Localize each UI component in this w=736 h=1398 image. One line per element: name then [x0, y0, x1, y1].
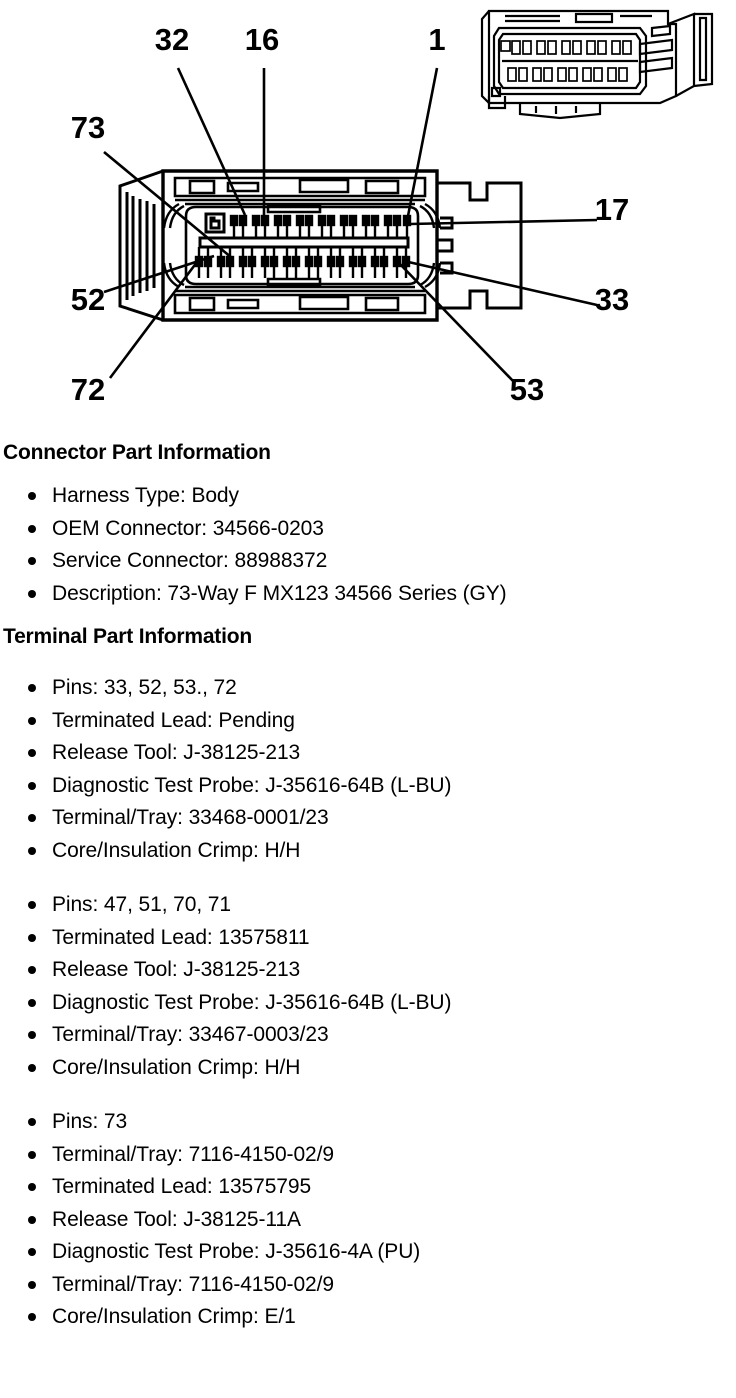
- list-item: OEM Connector: 34566-0203: [0, 513, 736, 546]
- list-item-label: Terminal/Tray: 7116-4150-02/9: [52, 1272, 334, 1296]
- callout-73: 73: [71, 110, 105, 145]
- keying-feature: [204, 212, 226, 234]
- list-item-label: Terminated Lead: 13575795: [52, 1175, 312, 1198]
- list-item: Diagnostic Test Probe: J-35616-4A (PU): [0, 1236, 736, 1269]
- list-item-label: Core/Insulation Crimp: E/1: [52, 1305, 296, 1328]
- list-item: Harness Type: Body: [0, 480, 736, 513]
- bottom-row-cavities: [194, 247, 411, 278]
- list-item-label: Terminal/Tray: 7116-4150-02/9: [52, 1142, 334, 1166]
- list-item: Terminal/Tray: 7116-4150-02/9: [0, 1269, 736, 1302]
- terminal-group-3: Pins: 73 Terminal/Tray: 7116-4150-02/9 T…: [0, 1106, 736, 1334]
- bullet-dot-icon: [28, 846, 36, 855]
- callout-leader-lines: [103, 67, 598, 383]
- bullet-dot-icon: [28, 557, 36, 566]
- list-item: Release Tool: J-38125-213: [0, 954, 736, 987]
- terminal-group-1: Pins: 33, 52, 53., 72 Terminated Lead: P…: [0, 672, 736, 867]
- callout-72: 72: [71, 372, 105, 407]
- bullet-dot-icon: [28, 716, 36, 725]
- list-item-label: Diagnostic Test Probe: J-35616-64B (L-BU…: [52, 773, 452, 797]
- callout-53: 53: [510, 372, 544, 407]
- list-item: Terminated Lead: 13575811: [0, 922, 736, 955]
- callout-32: 32: [155, 22, 189, 57]
- bullet-dot-icon: [28, 1313, 36, 1322]
- list-item: Diagnostic Test Probe: J-35616-64B (L-BU…: [0, 987, 736, 1020]
- list-item: Core/Insulation Crimp: H/H: [0, 1052, 736, 1085]
- connector-part-information-list: Harness Type: Body OEM Connector: 34566-…: [0, 480, 736, 610]
- connector-perspective-inset: [480, 9, 714, 120]
- list-item-label: Terminal/Tray: 33467-0003/23: [52, 1023, 329, 1046]
- list-item: Release Tool: J-38125-213: [0, 737, 736, 770]
- list-item-label: Pins: 73: [52, 1110, 128, 1133]
- bullet-dot-icon: [28, 1183, 36, 1192]
- bullet-dot-icon: [28, 1031, 36, 1040]
- list-item: Terminal/Tray: 33468-0001/23: [0, 802, 736, 835]
- list-item-label: Terminated Lead: Pending: [52, 708, 295, 732]
- connector-diagram: 32 16 1 73 17 52 33 72 53: [0, 0, 736, 440]
- list-item-label: Harness Type: Body: [52, 484, 239, 507]
- callout-52: 52: [71, 282, 105, 317]
- bullet-dot-icon: [28, 1215, 36, 1224]
- list-item: Pins: 33, 52, 53., 72: [0, 672, 736, 705]
- terminal-group-2: Pins: 47, 51, 70, 71 Terminated Lead: 13…: [0, 889, 736, 1084]
- list-item-label: Description: 73-Way F MX123 34566 Series…: [52, 581, 507, 605]
- bullet-dot-icon: [28, 933, 36, 942]
- list-item-label: OEM Connector: 34566-0203: [52, 516, 324, 540]
- connector-face-view: [118, 169, 523, 322]
- bullet-dot-icon: [28, 684, 36, 693]
- list-item: Terminated Lead: 13575795: [0, 1171, 736, 1204]
- list-item-label: Terminal/Tray: 33468-0001/23: [52, 806, 329, 829]
- callout-17: 17: [595, 192, 629, 227]
- list-item-label: Service Connector: 88988372: [52, 549, 328, 572]
- list-item: Terminal/Tray: 33467-0003/23: [0, 1019, 736, 1052]
- bullet-dot-icon: [28, 1280, 36, 1289]
- bullet-dot-icon: [28, 589, 36, 598]
- bullet-dot-icon: [28, 814, 36, 823]
- top-row-cavities: [229, 214, 412, 238]
- list-item: Terminated Lead: Pending: [0, 705, 736, 738]
- bullet-dot-icon: [28, 901, 36, 910]
- bullet-dot-icon: [28, 524, 36, 533]
- list-item-label: Release Tool: J-38125-213: [52, 741, 301, 764]
- list-item: Core/Insulation Crimp: H/H: [0, 835, 736, 868]
- list-item: Terminal/Tray: 7116-4150-02/9: [0, 1139, 736, 1172]
- list-item: Pins: 47, 51, 70, 71: [0, 889, 736, 922]
- list-item-label: Core/Insulation Crimp: H/H: [52, 838, 301, 862]
- bullet-dot-icon: [28, 749, 36, 758]
- callout-1: 1: [428, 22, 445, 57]
- list-item-label: Diagnostic Test Probe: J-35616-4A (PU): [52, 1240, 421, 1263]
- list-item-label: Diagnostic Test Probe: J-35616-64B (L-BU…: [52, 990, 452, 1014]
- bullet-dot-icon: [28, 1063, 36, 1072]
- terminal-part-information-heading: Terminal Part Information: [3, 625, 252, 648]
- list-item-label: Terminated Lead: 13575811: [52, 925, 310, 949]
- bullet-dot-icon: [28, 781, 36, 790]
- list-item: Release Tool: J-38125-11A: [0, 1204, 736, 1237]
- connector-part-information-heading: Connector Part Information: [3, 441, 271, 464]
- specifications: Connector Part Information Harness Type:…: [0, 440, 736, 1334]
- list-item-label: Release Tool: J-38125-11A: [52, 1207, 301, 1231]
- callout-33: 33: [595, 282, 629, 317]
- bullet-dot-icon: [28, 492, 36, 501]
- bullet-dot-icon: [28, 998, 36, 1007]
- list-item: Service Connector: 88988372: [0, 545, 736, 578]
- list-item: Diagnostic Test Probe: J-35616-64B (L-BU…: [0, 770, 736, 803]
- connector-diagram-svg: 32 16 1 73 17 52 33 72 53: [71, 9, 714, 407]
- list-item: Pins: 73: [0, 1106, 736, 1139]
- bullet-dot-icon: [28, 1118, 36, 1127]
- list-item-label: Pins: 47, 51, 70, 71: [52, 893, 231, 916]
- bullet-dot-icon: [28, 1150, 36, 1159]
- callout-16: 16: [245, 22, 279, 57]
- list-item: Description: 73-Way F MX123 34566 Series…: [0, 578, 736, 611]
- list-item-label: Pins: 33, 52, 53., 72: [52, 676, 237, 699]
- list-item-label: Release Tool: J-38125-213: [52, 958, 301, 981]
- bullet-dot-icon: [28, 966, 36, 975]
- list-item-label: Core/Insulation Crimp: H/H: [52, 1055, 301, 1079]
- bullet-dot-icon: [28, 1248, 36, 1257]
- list-item: Core/Insulation Crimp: E/1: [0, 1301, 736, 1334]
